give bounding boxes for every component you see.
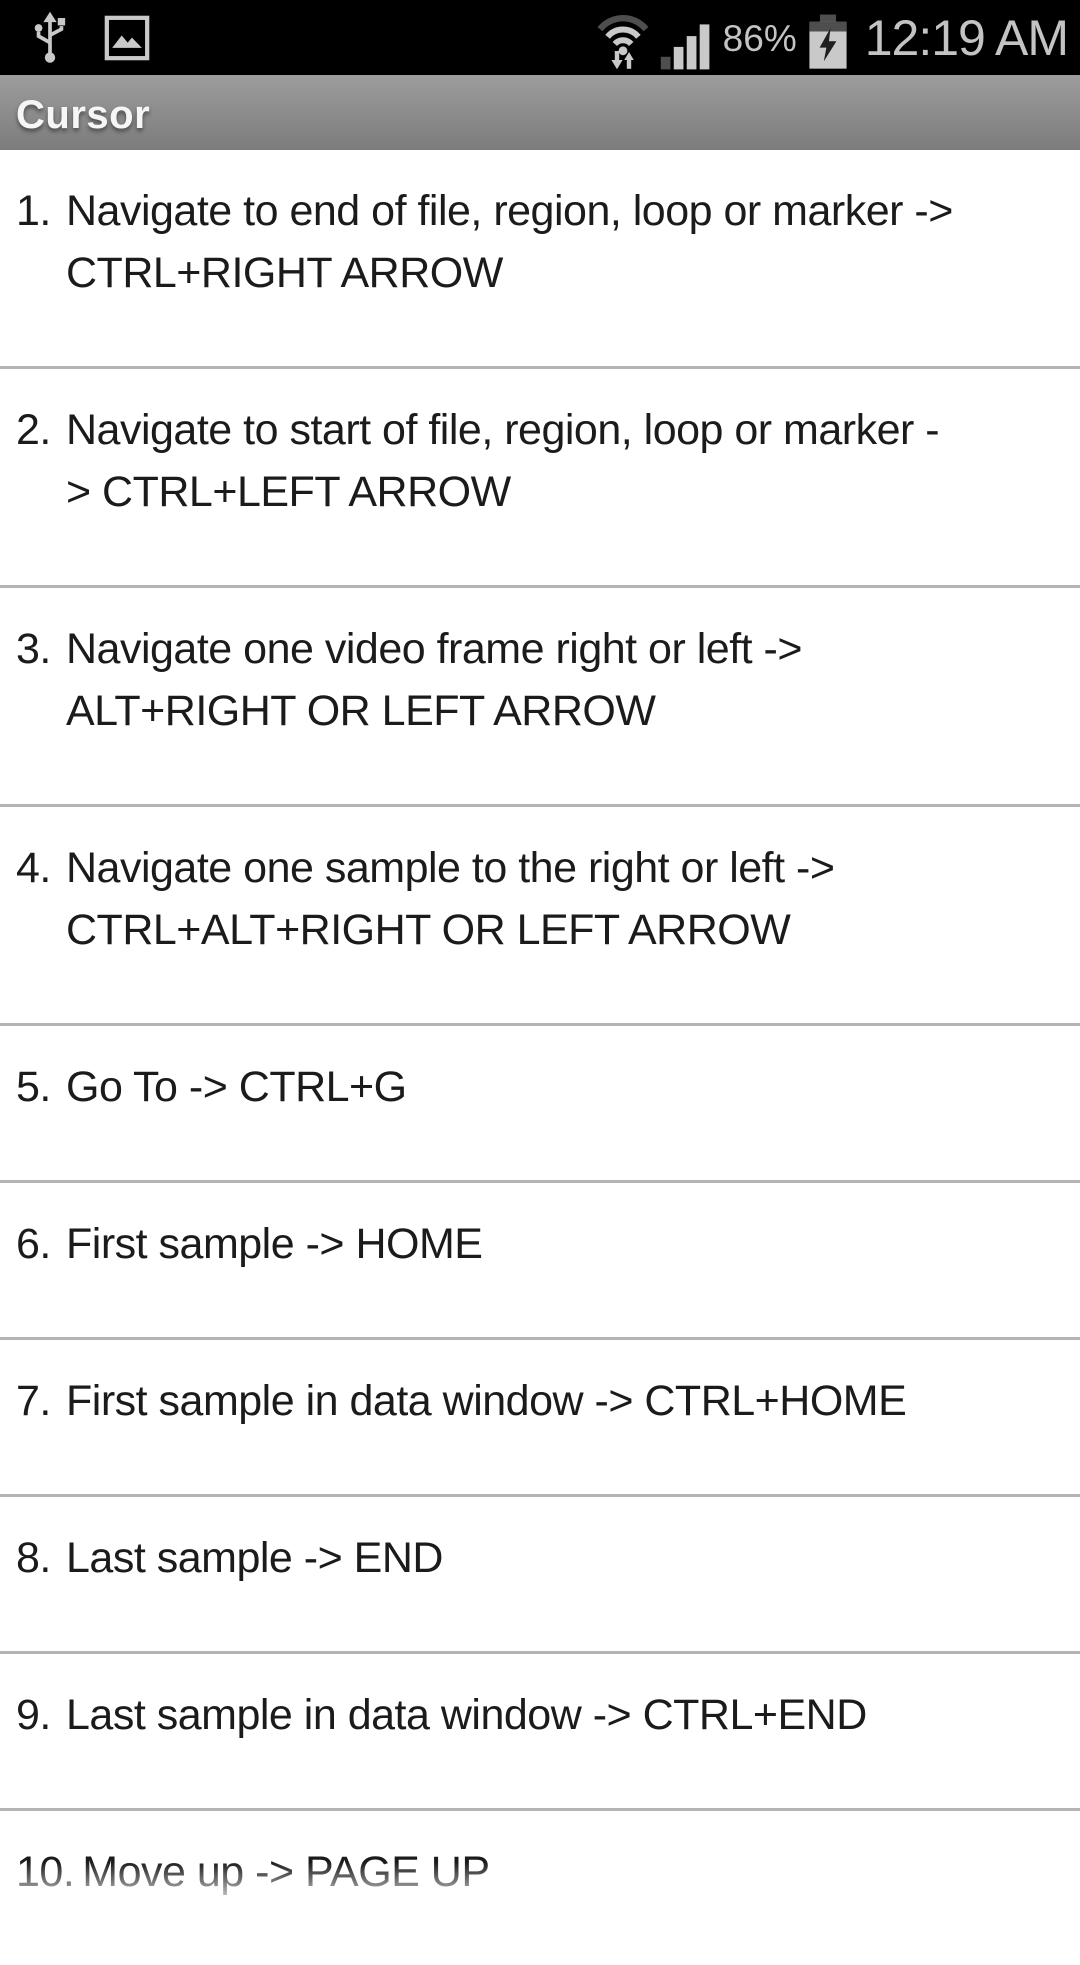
list-item-line: > CTRL+LEFT ARROW: [66, 468, 511, 516]
list-item-line: Move up -> PAGE UP: [82, 1848, 490, 1896]
list-item-text: Last sample in data window -> CTRL+END: [66, 1684, 1066, 1746]
list-item-line: Go To -> CTRL+G: [66, 1063, 407, 1111]
list-item-number: 1.: [16, 187, 51, 235]
list-divider: [0, 1808, 1080, 1811]
list-item[interactable]: 10. Move up -> PAGE UP: [0, 1811, 1080, 1965]
list-item-line: ALT+RIGHT OR LEFT ARROW: [66, 687, 656, 735]
battery-charging-icon: [809, 14, 847, 69]
list-item-text: First sample in data window -> CTRL+HOME: [66, 1370, 1066, 1432]
list-item-line: Last sample -> END: [66, 1534, 443, 1582]
list-item-line: CTRL+ALT+RIGHT OR LEFT ARROW: [66, 906, 791, 954]
list-item-number: 5.: [16, 1063, 51, 1111]
list-item-text: Navigate one video frame right or left -…: [66, 618, 1066, 742]
app-header: Cursor: [0, 75, 1080, 150]
list-item-number: 10.: [16, 1848, 75, 1896]
list-item-text: Last sample -> END: [66, 1527, 1066, 1589]
list-item-number: 2.: [16, 406, 51, 454]
list-item-number: 6.: [16, 1220, 51, 1268]
list-item[interactable]: 1. Navigate to end of file, region, loop…: [0, 150, 1080, 366]
wifi-activity-icon: [597, 14, 649, 69]
list-item[interactable]: 3. Navigate one video frame right or lef…: [0, 588, 1080, 804]
list-item[interactable]: 6. First sample -> HOME: [0, 1183, 1080, 1337]
list-item-text: Navigate to start of file, region, loop …: [66, 399, 1066, 523]
list-item-text: First sample -> HOME: [66, 1213, 1066, 1275]
gallery-icon: [104, 15, 150, 60]
battery-percent-label: 86%: [722, 17, 797, 59]
status-bar-left: [12, 10, 150, 66]
list-item-number: 4.: [16, 844, 51, 892]
clock-label: 12:19 AM: [864, 9, 1069, 66]
list-item-line: First sample -> HOME: [66, 1220, 483, 1268]
signal-strength-icon: [660, 23, 710, 69]
list-item[interactable]: 7. First sample in data window -> CTRL+H…: [0, 1340, 1080, 1494]
list-item-line: Navigate to end of file, region, loop or…: [66, 187, 953, 235]
list-divider: [0, 585, 1080, 588]
list-item-text: Navigate one sample to the right or left…: [66, 837, 1066, 961]
list-item[interactable]: 5. Go To -> CTRL+G: [0, 1026, 1080, 1180]
list-item[interactable]: 9. Last sample in data window -> CTRL+EN…: [0, 1654, 1080, 1808]
list-item-line: Last sample in data window -> CTRL+END: [66, 1691, 867, 1739]
list-divider: [0, 1023, 1080, 1026]
list-item-number: 9.: [16, 1691, 51, 1739]
shortcut-list: 1. Navigate to end of file, region, loop…: [0, 150, 1080, 1965]
list-item[interactable]: 8. Last sample -> END: [0, 1497, 1080, 1651]
status-bar-right: 86% 12:19 AM: [597, 6, 1069, 70]
list-item-number: 7.: [16, 1377, 51, 1425]
status-bar: 86% 12:19 AM: [0, 0, 1080, 75]
page-title: Cursor: [16, 93, 151, 137]
list-item[interactable]: 2. Navigate to start of file, region, lo…: [0, 369, 1080, 585]
list-item-text: Go To -> CTRL+G: [66, 1056, 1066, 1118]
list-item-line: Navigate to start of file, region, loop …: [66, 406, 940, 454]
list-item-line: First sample in data window -> CTRL+HOME: [66, 1377, 907, 1425]
list-divider: [0, 1494, 1080, 1497]
list-item-line: Navigate one video frame right or left -…: [66, 625, 802, 673]
list-divider: [0, 804, 1080, 807]
list-divider: [0, 1651, 1080, 1654]
list-item-number: 3.: [16, 625, 51, 673]
list-item-line: CTRL+RIGHT ARROW: [66, 249, 503, 297]
list-divider: [0, 1180, 1080, 1183]
usb-icon: [34, 11, 66, 63]
list-item[interactable]: 4. Navigate one sample to the right or l…: [0, 807, 1080, 1023]
list-item-number: 8.: [16, 1534, 51, 1582]
list-item-text: Navigate to end of file, region, loop or…: [66, 180, 1066, 304]
list-divider: [0, 366, 1080, 369]
list-divider: [0, 1337, 1080, 1340]
list-item-line: Navigate one sample to the right or left…: [66, 844, 835, 892]
list-item-text: Move up -> PAGE UP: [82, 1841, 1066, 1903]
